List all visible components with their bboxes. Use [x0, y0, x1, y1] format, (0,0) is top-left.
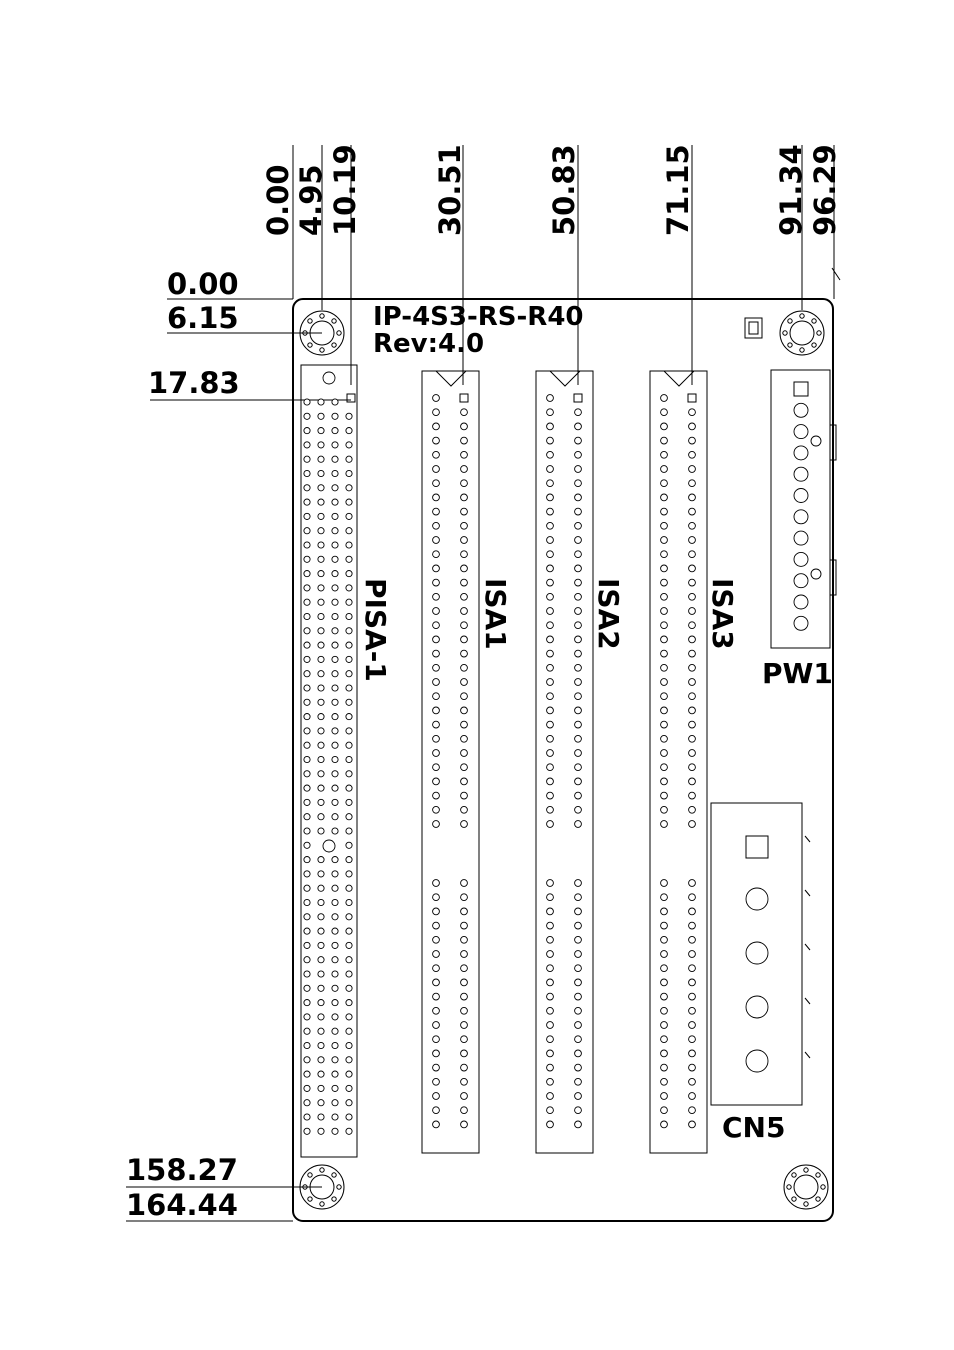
pw1-label: PW1 [762, 657, 833, 690]
vertical-dimension-lines [126, 299, 351, 1221]
isa1-slot [422, 371, 479, 1153]
dim-v-2: 17.83 [148, 366, 240, 400]
pisa-label: PISA-1 [359, 578, 392, 682]
isa2-label: ISA2 [592, 578, 625, 650]
dim-v-4: 164.44 [126, 1188, 238, 1222]
isa1-label: ISA1 [479, 578, 512, 650]
horizontal-dimension-labels: 0.00 4.95 10.19 30.51 50.83 71.15 91.34 … [261, 144, 842, 236]
dim-h-5: 71.15 [661, 144, 695, 236]
vertical-dimension-labels: 0.00 6.15 17.83 158.27 164.44 [126, 267, 240, 1222]
isa3-slot [650, 371, 707, 1153]
isa3-pin-field [661, 395, 696, 1128]
dim-h-7: 96.29 [808, 144, 842, 236]
isa2-slot [536, 371, 593, 1153]
board-model: IP-4S3-RS-R40 [373, 302, 584, 332]
pisa-slot [301, 365, 357, 1157]
dim-h-1: 4.95 [294, 164, 328, 236]
cn5-label: CN5 [722, 1111, 785, 1144]
dim-h-3: 30.51 [433, 144, 467, 236]
mounting-hole-bottom-right [784, 1165, 828, 1209]
dim-h-2: 10.19 [328, 144, 362, 236]
dim-h-4: 50.83 [547, 144, 581, 236]
mounting-hole-top-right [780, 311, 824, 355]
cn5-connector [711, 803, 810, 1105]
pw1-pin-field [794, 403, 808, 630]
pw1-connector [771, 370, 836, 648]
isa2-pin-field [547, 395, 582, 1128]
isa1-pin-field [433, 395, 468, 1128]
board-revision: Rev:4.0 [373, 329, 484, 359]
dim-h-6: 91.34 [774, 144, 808, 236]
board-outline [293, 299, 833, 1221]
small-jumper [745, 318, 762, 338]
mounting-holes [300, 311, 828, 1209]
dim-v-0: 0.00 [167, 267, 239, 301]
dim-h-0: 0.00 [261, 164, 295, 236]
dim-v-3: 158.27 [126, 1153, 238, 1187]
pisa-pin-field [304, 399, 352, 1135]
isa3-label: ISA3 [706, 578, 739, 650]
dim-v-1: 6.15 [167, 301, 239, 335]
